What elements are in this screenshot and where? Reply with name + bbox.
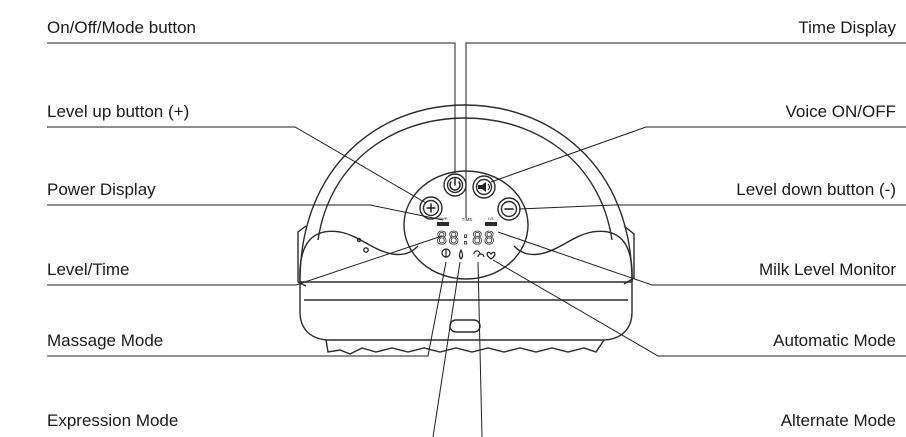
label-automatic-mode: Automatic Mode	[773, 331, 896, 350]
leader-automatic-mode	[492, 259, 906, 357]
alternate-mode-icon	[473, 250, 485, 258]
pump-base	[299, 282, 633, 341]
plus-icon	[426, 203, 436, 213]
leader-alternate-mode	[477, 261, 483, 437]
left-dimple	[363, 247, 369, 253]
speaker-icon	[478, 182, 490, 192]
leader-on-off-mode	[47, 42, 456, 173]
pump-dome-inner	[317, 117, 613, 241]
label-power-display: Power Display	[47, 180, 156, 199]
leader-massage-mode	[47, 261, 447, 357]
leader-level-up	[47, 126, 427, 204]
label-milk-level: Milk Level Monitor	[759, 260, 896, 279]
label-on-off-mode: On/Off/Mode button	[47, 18, 196, 37]
label-expression-mode: Expression Mode	[47, 411, 179, 430]
segment-digits: 88:88	[436, 228, 495, 249]
leader-voice	[490, 126, 906, 183]
tag-level: LVL	[488, 216, 496, 221]
label-massage-mode: Massage Mode	[47, 331, 164, 350]
automatic-mode-icon	[486, 251, 496, 260]
tag-power: PWR	[438, 216, 447, 221]
pump-right-shoulder	[513, 230, 633, 283]
power-icon	[449, 181, 461, 191]
tag-time: TIME	[462, 217, 473, 222]
left-dimple-2	[356, 237, 362, 243]
pump-feet	[325, 339, 605, 355]
label-time-display: Time Display	[798, 18, 896, 37]
label-alternate-mode: Alternate Mode	[780, 411, 896, 430]
leader-power-display	[47, 204, 444, 221]
expression-mode-icon	[458, 248, 464, 260]
display-panel: PWR TIME LVL 88:88	[436, 216, 497, 249]
leader-level-down	[518, 204, 906, 210]
voice-button	[472, 175, 496, 199]
right-clip	[623, 225, 635, 285]
leader-level-time	[47, 235, 443, 286]
leader-expression-mode	[432, 261, 461, 437]
label-level-up: Level up button (+)	[47, 102, 190, 121]
base-slot	[449, 319, 481, 333]
label-level-down: Level down button (-)	[736, 180, 896, 199]
leader-time-display	[465, 42, 906, 218]
left-clip	[297, 225, 307, 287]
massage-mode-icon	[441, 248, 451, 258]
label-level-time: Level/Time	[47, 260, 130, 279]
label-voice-onoff: Voice ON/OFF	[785, 102, 896, 121]
leader-milk-level	[497, 231, 906, 286]
level-up-button	[419, 196, 443, 220]
pump-dome	[299, 104, 633, 283]
